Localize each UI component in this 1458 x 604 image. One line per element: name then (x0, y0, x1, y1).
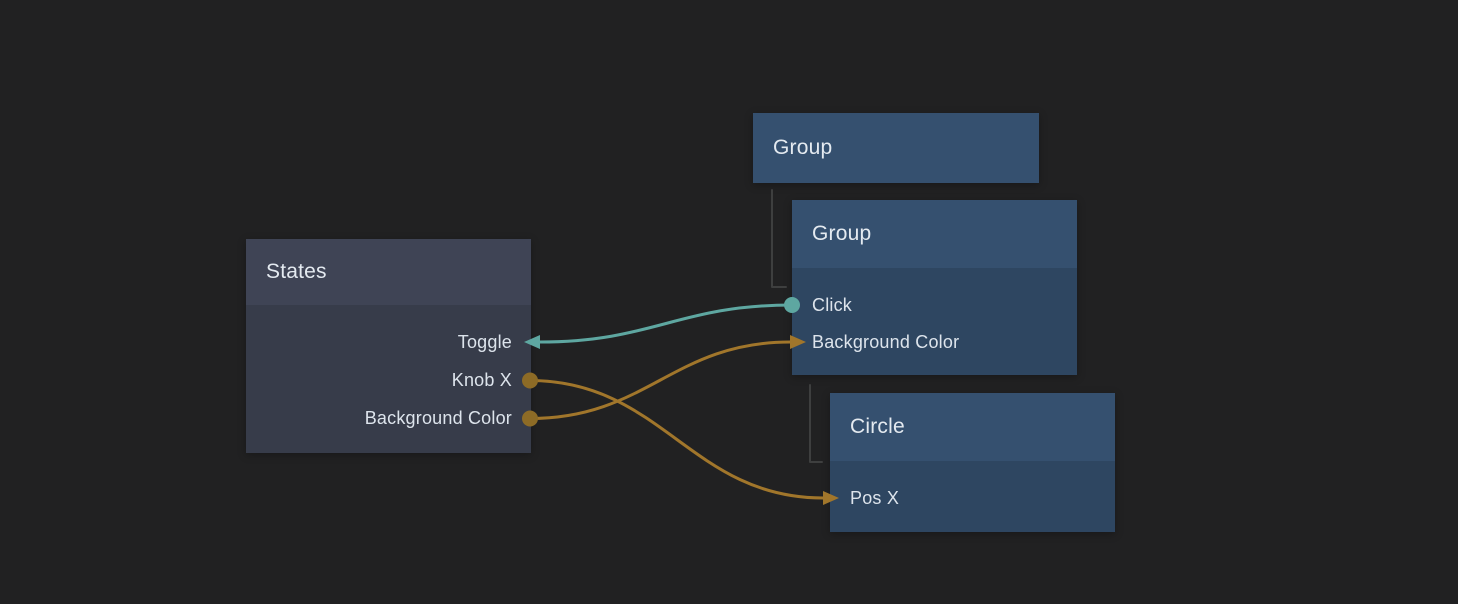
node-title: Group (812, 222, 872, 245)
node-title: Group (773, 136, 833, 159)
wire-states-knob-x-to-circle-pos-x[interactable] (528, 379, 825, 500)
node-group-top[interactable]: Group (753, 113, 1039, 183)
port-label: Background Color (364, 408, 512, 428)
port-label: Toggle (457, 332, 512, 352)
port-row-background-color[interactable]: Background Color (246, 405, 531, 431)
node-title: States (266, 260, 327, 283)
node-header[interactable]: States (246, 239, 531, 305)
port-label: Background Color (812, 332, 960, 352)
hierarchy-link-group-top-to-group (771, 189, 787, 288)
port-label: Pos X (850, 488, 900, 508)
node-header[interactable]: Circle (830, 393, 1115, 461)
wire-group-click-to-states-toggle[interactable] (538, 303, 794, 344)
node-header[interactable]: Group (753, 113, 1039, 183)
port-row-toggle[interactable]: Toggle (246, 329, 531, 355)
port-row-click[interactable]: Click (792, 292, 1077, 318)
node-header[interactable]: Group (792, 200, 1077, 268)
port-label: Click (812, 295, 852, 315)
wire-states-background-color-to-group-background-color[interactable] (528, 340, 792, 420)
node-title: Circle (850, 415, 905, 438)
port-label: Knob X (451, 370, 512, 390)
port-row-knob-x[interactable]: Knob X (246, 367, 531, 393)
port-row-background-color[interactable]: Background Color (792, 329, 1077, 355)
hierarchy-link-group-to-circle (809, 384, 823, 463)
port-row-pos-x[interactable]: Pos X (830, 485, 1115, 511)
node-body: Pos X (830, 461, 1115, 532)
